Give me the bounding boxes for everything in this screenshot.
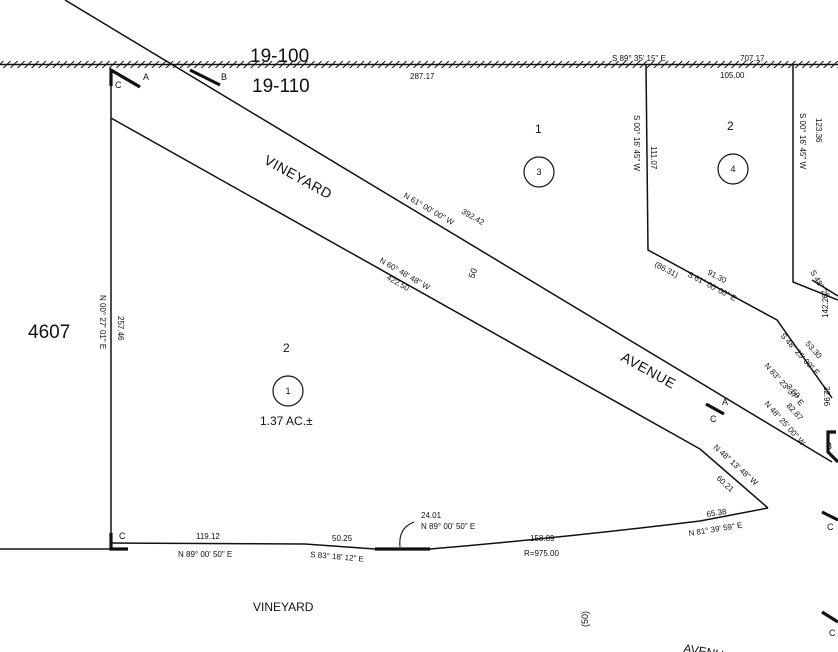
tick-mark-right-edge (821, 510, 838, 522)
south-mid-distance: 50.25 (332, 534, 353, 543)
callout-distance: 24.01 (421, 511, 442, 520)
tick-mark-a-mid (705, 402, 725, 416)
short-distance: 22.96 (822, 386, 831, 407)
marker-b-top: B (221, 72, 227, 82)
callout-bearing: N 89° 00' 50" E (421, 522, 475, 531)
south-west-distance: 119.12 (196, 532, 220, 541)
far-right-line (811, 279, 838, 297)
parcel-circle-3 (523, 156, 555, 188)
marker-c-right-bottom: C (829, 628, 836, 638)
corner-mark-bottom-left (109, 533, 128, 551)
street-vineyard-diag: VINEYARD (262, 152, 336, 203)
top-distance: 707.17 (740, 54, 765, 63)
parcel-circle-4 (717, 153, 749, 185)
lot1-number: 1 (535, 122, 542, 136)
marker-b-right: B (826, 441, 832, 451)
marker-c-bottom: C (119, 531, 126, 541)
tick-mark-right-bottom (821, 610, 838, 624)
west-line-bearing: N 00° 27' 01" E (98, 295, 107, 349)
street-avenue-bottom: AVENU (682, 641, 724, 652)
parcel-south-curve (429, 507, 769, 550)
far-right-distance: 142.20 (821, 293, 830, 318)
curve-radius: R=975.00 (524, 549, 559, 558)
parcel-circle-1 (272, 375, 304, 407)
adjacent-book-number: 4607 (28, 322, 70, 343)
curve-distance: 158.89 (530, 534, 555, 543)
marker-c-right-edge: C (827, 522, 834, 532)
lot1-west-distance: 111.07 (649, 146, 658, 170)
street-vineyard-bottom: VINEYARD (253, 600, 314, 614)
marker-c-mid: C (710, 414, 717, 424)
lot1-parcel: 3 (536, 167, 541, 177)
map-page-lower: 19-110 (252, 76, 310, 97)
tick-mark-b-top (189, 68, 221, 87)
marker-a-top: A (143, 72, 149, 82)
lot-main-number: 2 (283, 341, 290, 355)
lot2-west-line (792, 64, 838, 301)
lot-south-paren: (86.31) (653, 260, 680, 280)
lot-main-parcel: 1 (285, 386, 290, 396)
callout-leader (399, 521, 415, 548)
north-row-distance: 392.42 (460, 207, 486, 227)
corner-mark-right (826, 430, 838, 464)
street-width-bottom: (50) (580, 611, 590, 627)
marker-c-top: C (115, 80, 122, 90)
south-east-distance: 65.38 (706, 507, 728, 519)
parcel-east-line (699, 448, 769, 509)
top-bearing: S 89° 35' 15" E (612, 54, 666, 63)
top-left-segment: 287.17 (410, 72, 435, 81)
marker-a-mid: A (722, 397, 728, 407)
south-west-bearing: N 89° 00' 50" E (178, 550, 232, 559)
lot1-west-line (645, 63, 833, 399)
vineyard-south-line (110, 117, 701, 450)
south-east-bearing: N 81° 39' 59" E (688, 521, 743, 538)
lot1-west-bearing: S 00° 16' 45" W (632, 115, 641, 171)
north-row-bearing: N 61° 00' 00" W (402, 191, 456, 227)
vineyard-north-line (64, 0, 833, 463)
top-right-segment: 105.00 (720, 71, 745, 80)
south-mid-bearing: S 83° 18' 12" E (310, 550, 364, 564)
map-page-upper: 19-100 (250, 46, 309, 67)
lot2-west-bearing: S 00° 16' 45" W (798, 113, 807, 169)
street-width-center: 50 (466, 267, 479, 280)
street-avenue-diag: AVENUE (619, 349, 679, 392)
lot2-west-distance: 123.36 (814, 118, 823, 143)
lot2-number: 2 (727, 119, 734, 133)
corner-mark-top-left (109, 67, 141, 89)
lot2-parcel: 4 (730, 164, 735, 174)
lot-main-area: 1.37 AC.± (260, 414, 313, 428)
west-line-distance: 257.46 (116, 316, 125, 341)
